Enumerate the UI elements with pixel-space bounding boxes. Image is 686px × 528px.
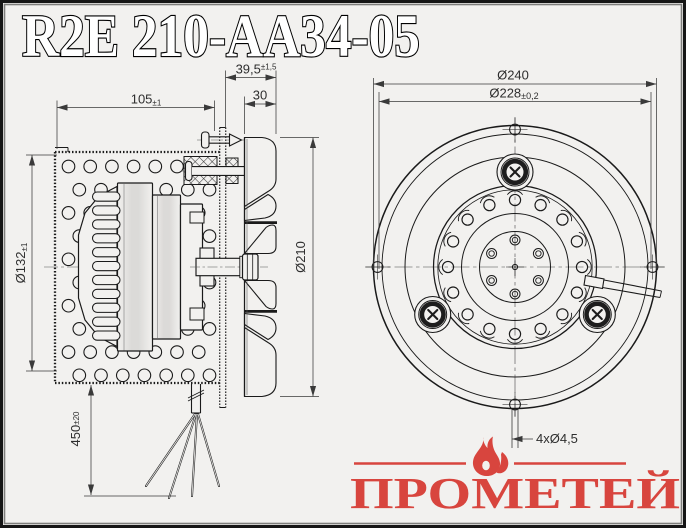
dimension-impeller-width: 30 [244, 88, 276, 134]
svg-text:Ø132±1: Ø132±1 [13, 242, 29, 283]
cable-exit [583, 274, 662, 299]
shaft-nut [239, 253, 259, 281]
motor-cooling-fins [91, 191, 121, 341]
motor-assembly [77, 182, 215, 352]
dimension-bolt-circle: Ø228±0,2 [378, 86, 652, 269]
svg-text:Ø228±0,2: Ø228±0,2 [489, 86, 538, 102]
svg-text:Ø210: Ø210 [293, 241, 308, 273]
impeller-blades [243, 136, 277, 255]
brand-name: ПРОМЕТЕЙ [350, 469, 680, 518]
svg-text:Ø240: Ø240 [497, 68, 529, 83]
dimension-motor-diameter: Ø132±1 [13, 154, 57, 372]
vent-holes [438, 190, 592, 344]
front-view [365, 117, 665, 417]
dimension-impeller-diameter: Ø210 [280, 137, 319, 397]
svg-text:105±1: 105±1 [131, 92, 162, 108]
mounting-wall [219, 127, 227, 408]
mounting-hole-crosshairs [365, 117, 665, 417]
dimension-housing-depth: 105±1 [56, 92, 215, 149]
cover-screws [414, 153, 616, 334]
side-view [44, 127, 279, 499]
mounting-stud-upper [197, 131, 247, 149]
cable-wires [145, 413, 220, 499]
svg-text:450±20: 450±20 [68, 411, 83, 447]
dimension-flange-diameter: Ø240 [373, 68, 657, 269]
svg-text:4xØ4,5: 4xØ4,5 [536, 431, 578, 446]
model-number: R2E 210-AA34-05 [22, 3, 420, 69]
svg-text:39,5±1,5: 39,5±1,5 [236, 62, 277, 77]
hub-screws [486, 234, 544, 300]
dimension-wall-to-blade: 39,5±1,5 [225, 62, 277, 134]
sheet-frame-inner [3, 3, 683, 525]
hub-center-mark [506, 258, 524, 276]
brand-logo: ПРОМЕТЕЙ [350, 436, 680, 518]
power-cable [187, 384, 205, 414]
svg-text:30: 30 [253, 88, 267, 103]
housing-plate [53, 150, 220, 385]
dimension-cable-length: 450±20 [68, 385, 176, 497]
dimensions: 105±1 39,5±1,5 30 Ø132±1 [13, 62, 657, 497]
dimension-mounting-holes: 4xØ4,5 [511, 409, 578, 448]
flame-icon [472, 436, 509, 477]
